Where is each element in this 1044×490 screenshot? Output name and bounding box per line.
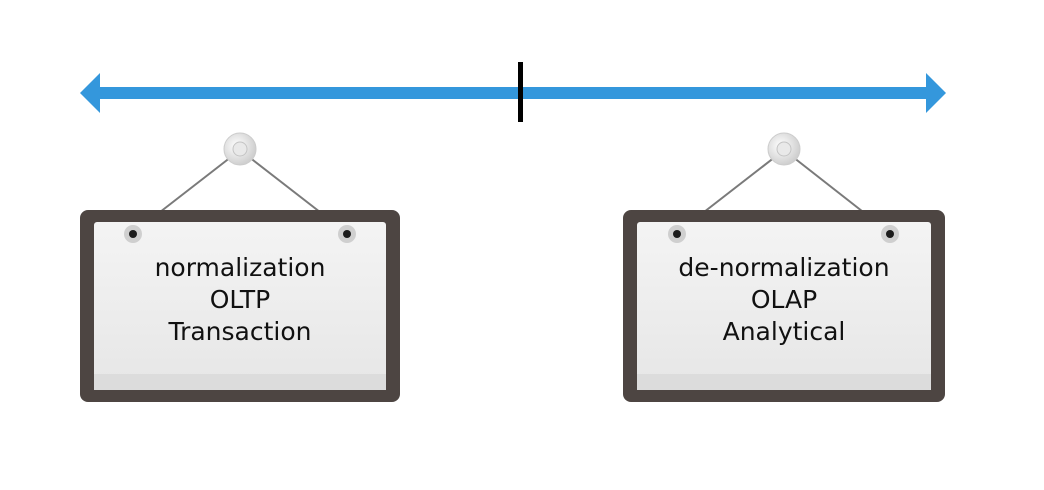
sign-right: de-normalization OLAP Analytical [623,132,945,402]
center-tick [518,62,523,122]
sign-line: OLTP [210,285,271,314]
sign-left: normalization OLTP Transaction [80,132,400,402]
sign-line: Transaction [167,317,311,346]
arrow-head-left [80,73,100,113]
pin-icon [129,230,137,238]
hook-center [232,141,248,157]
pin-icon [673,230,681,238]
spectrum-arrow [80,62,946,122]
pin-icon [886,230,894,238]
sign-line: OLAP [751,285,817,314]
hook-center [776,141,792,157]
sign-line: de-normalization [678,253,889,282]
sign-board-ledge [94,374,386,390]
arrow-head-right [926,73,946,113]
sign-board-ledge [637,374,931,390]
sign-board [94,222,386,390]
sign-line: Analytical [723,317,846,346]
pin-icon [343,230,351,238]
arrow-shaft [100,87,930,99]
sign-line: normalization [155,253,326,282]
sign-board [637,222,931,390]
